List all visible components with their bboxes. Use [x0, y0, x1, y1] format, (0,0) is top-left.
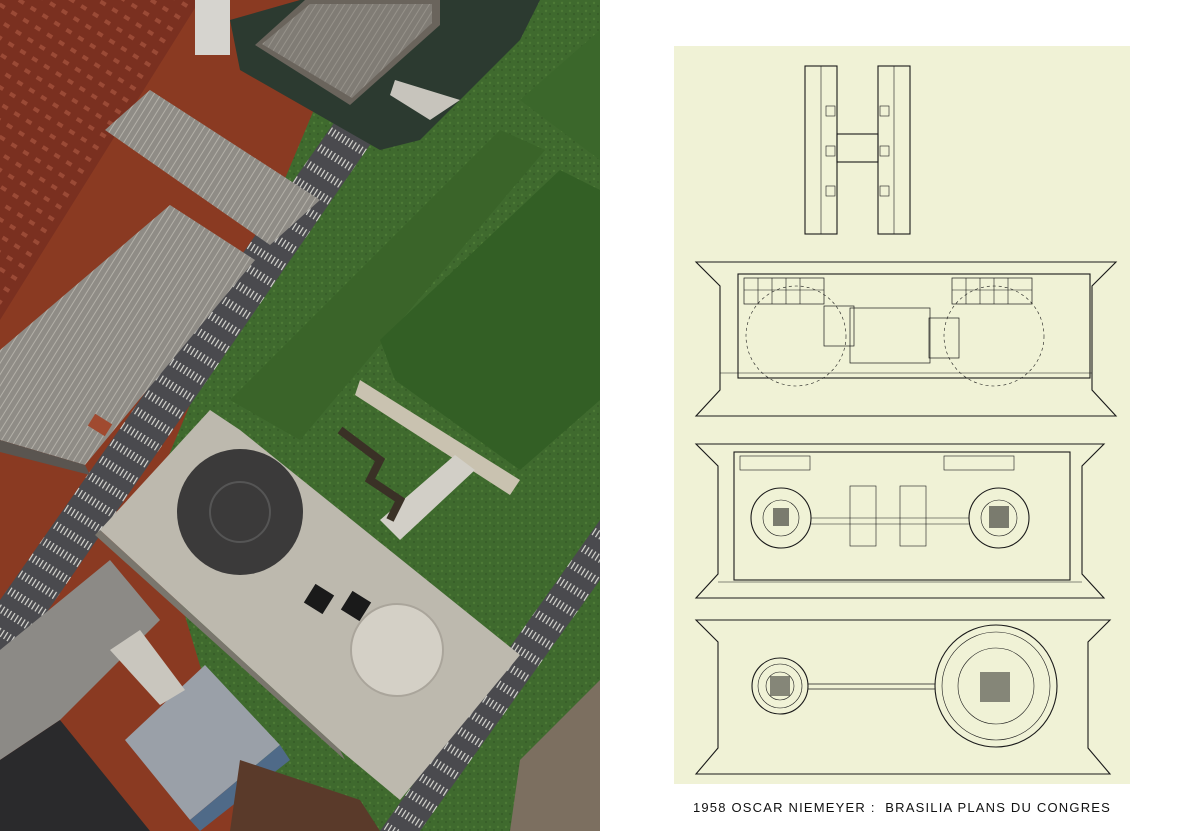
annex-tower	[125, 665, 280, 820]
roof-opening-2	[340, 590, 372, 622]
small-shed	[87, 413, 113, 437]
lower-dark-ground	[230, 760, 380, 831]
lower-right-block	[510, 680, 600, 831]
caption: 1958 OSCAR NIEMEYER : BRASILIA PLANS DU …	[692, 800, 1112, 815]
tower-plan	[804, 65, 911, 235]
walkway	[355, 380, 520, 495]
long-building-1	[105, 90, 320, 245]
floor-plans-sheet	[674, 46, 1130, 784]
lawn-strip-2	[380, 170, 600, 470]
congress-roof-shade	[95, 530, 345, 760]
bridge-ramp	[380, 455, 475, 540]
ministry-roof-light	[262, 4, 432, 98]
chamber-bowl	[350, 603, 444, 697]
aerial-photo	[0, 0, 600, 831]
ministry-bridge	[390, 80, 460, 120]
plan-main-floor	[694, 261, 1118, 417]
plan-domes-level	[694, 619, 1112, 775]
red-parking-area	[0, 0, 200, 320]
lawn-strip-top	[520, 30, 600, 160]
long-building-2	[0, 205, 255, 465]
ministry-tower	[195, 0, 230, 55]
main-avenue-dashes	[0, 0, 470, 680]
lawn-strip	[230, 130, 545, 440]
senate-dome-ring	[209, 481, 271, 543]
annex-connector	[110, 630, 185, 705]
lower-left-wing	[0, 560, 160, 760]
lower-left-dark	[0, 720, 150, 831]
plan-chambers-level	[694, 443, 1106, 599]
senate-dome	[177, 449, 303, 575]
long-building-2-edge	[0, 440, 90, 475]
zigzag-path	[337, 426, 406, 522]
roof-opening-1	[303, 583, 335, 615]
